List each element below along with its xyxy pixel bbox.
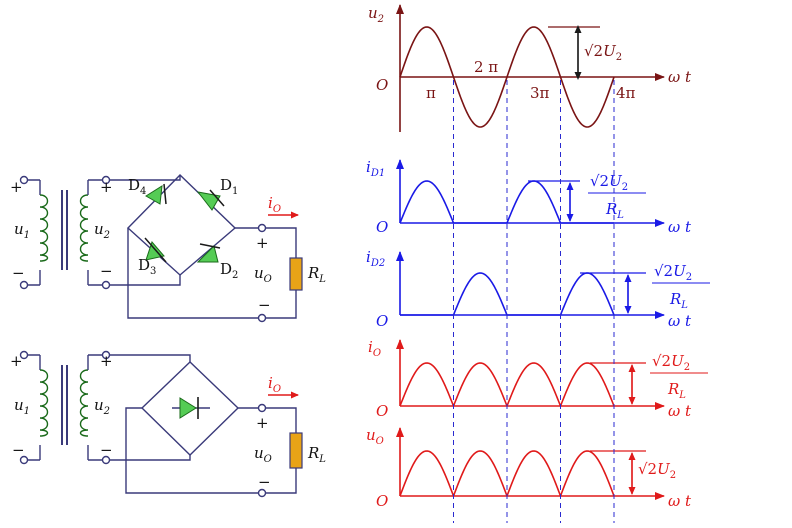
u2-axis-label: u2 [368, 4, 384, 25]
plus-uo-bottom: + [256, 414, 269, 432]
diode-d1 [196, 189, 225, 211]
uo-omega-t: ω t [668, 492, 692, 510]
id2-axis-label: iD2 [366, 248, 385, 269]
primary-coil-top [39, 194, 49, 262]
primary-winding-top [28, 179, 41, 286]
two-pi-tick: 2 π [474, 58, 498, 76]
minus-uo-top: − [258, 296, 271, 314]
d1-label: D1 [220, 176, 238, 197]
id1-amp-num: √2U2 [590, 172, 628, 193]
id1-curve [399, 180, 614, 224]
u1-label-bottom: u1 [14, 396, 30, 417]
plus-uo-top: + [256, 234, 269, 252]
id1-amp-den: RL [605, 200, 624, 221]
uo-label-bottom: uO [254, 444, 272, 465]
io-label-top: iO [268, 194, 281, 215]
bridge-circuit-top [19, 174, 297, 323]
minus-uo-bottom: − [258, 473, 271, 491]
uo-axis-label: uO [366, 426, 384, 447]
minus-u1-bottom: − [12, 441, 25, 459]
minus-u1-top: − [12, 264, 25, 282]
diode-d2 [196, 243, 221, 263]
u2-amplitude: √2U2 [584, 42, 622, 63]
bridge-circuit-bottom [19, 350, 297, 498]
plus-u1-top: + [10, 178, 23, 196]
uo-origin: O [376, 492, 388, 510]
id2-omega-t: ω t [668, 312, 692, 330]
minus-u2-top: − [100, 262, 113, 280]
d2-label: D2 [220, 260, 238, 281]
four-pi-tick: 4π [616, 84, 636, 102]
id1-omega-t: ω t [668, 218, 692, 236]
plot-labels: u2 O ω t π 2 π 3π 4π √2U2 iD1 O ω t √2U2… [366, 4, 692, 510]
resistor-top [289, 257, 303, 291]
pi-tick: π [426, 84, 436, 102]
u2-origin: O [376, 76, 388, 94]
id2-amp-num: √2U2 [654, 262, 692, 283]
secondary-coil-bottom [79, 369, 89, 437]
labels-bottom: + u1 − + u2 − iO + uO − RL [10, 352, 326, 491]
waveform-plots [396, 4, 710, 523]
io-omega-t: ω t [668, 402, 692, 420]
primary-coil-bottom [39, 369, 49, 437]
io-origin: O [376, 402, 388, 420]
uo-label-top: uO [254, 264, 272, 285]
diode-d4 [145, 183, 167, 205]
u2-sine-curve [399, 26, 615, 128]
io-axis-label: iO [368, 338, 381, 359]
three-pi-tick: 3π [530, 84, 550, 102]
labels-top: + u1 − + u2 − D4 D1 D3 D2 iO + uO − RL [10, 176, 326, 314]
id1-axis-label: iD1 [366, 158, 385, 179]
id2-origin: O [376, 312, 388, 330]
d4-label: D4 [128, 176, 146, 197]
io-label-bottom: iO [268, 374, 281, 395]
io-amp-den: RL [667, 380, 686, 401]
u2-label-bottom: u2 [94, 396, 110, 417]
plus-u2-bottom: + [100, 352, 113, 370]
id1-origin: O [376, 218, 388, 236]
d3-label: D3 [138, 256, 156, 277]
diode-bridge-symbol [179, 397, 199, 419]
bridge-square-bottom [140, 361, 240, 456]
plus-u1-bottom: + [10, 352, 23, 370]
u1-label-top: u1 [14, 220, 30, 241]
diode-d3 [144, 237, 167, 263]
rl-label-bottom: RL [307, 444, 326, 465]
bridge-diamond-top [126, 174, 237, 276]
resistor-bottom [289, 432, 303, 469]
secondary-coil-top [79, 194, 89, 262]
u2-omega-t: ω t [668, 68, 692, 86]
minus-u2-bottom: − [100, 441, 113, 459]
id2-amp-den: RL [669, 290, 688, 311]
uo-amplitude: √2U2 [638, 460, 676, 481]
io-amp-num: √2U2 [652, 352, 690, 373]
u2-label-top: u2 [94, 220, 110, 241]
rl-label-top: RL [307, 264, 326, 285]
plus-u2-top: + [100, 178, 113, 196]
